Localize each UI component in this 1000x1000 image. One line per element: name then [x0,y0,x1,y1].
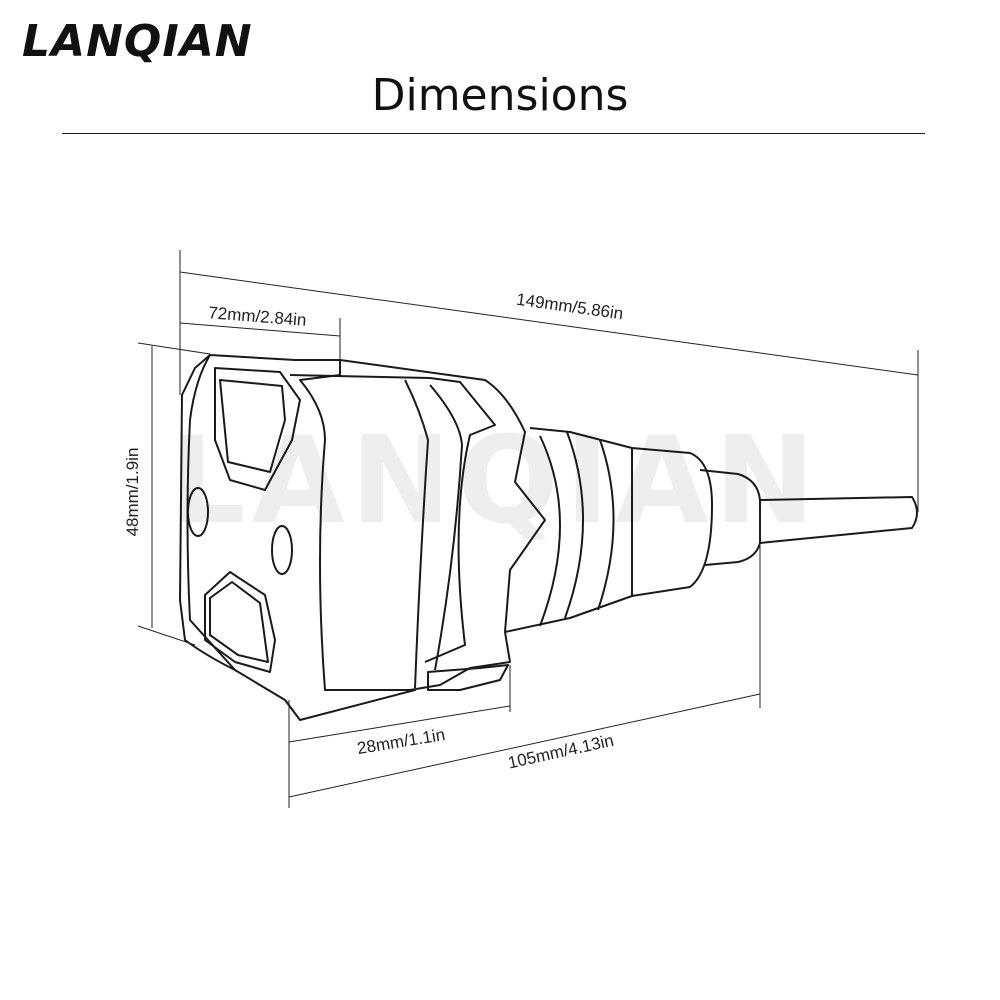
page-title: Dimensions [371,70,629,121]
frame-slider-outline [179,354,918,721]
watermark: LANQIAN [169,412,821,551]
dimension-label-body-length: 105mm/4.13in [506,731,615,773]
dimension-label-head-length: 72mm/2.84in [208,303,307,330]
dimension-label-overall-length: 149mm/5.86in [515,290,624,324]
header-divider [62,133,925,134]
brand-logo: LANQIAN [22,16,253,67]
dimension-lines [137,250,919,808]
dimension-label-slider-thickness: 28mm/1.1in [356,725,447,758]
dimension-label-height: 48mm/1.9in [123,448,142,537]
